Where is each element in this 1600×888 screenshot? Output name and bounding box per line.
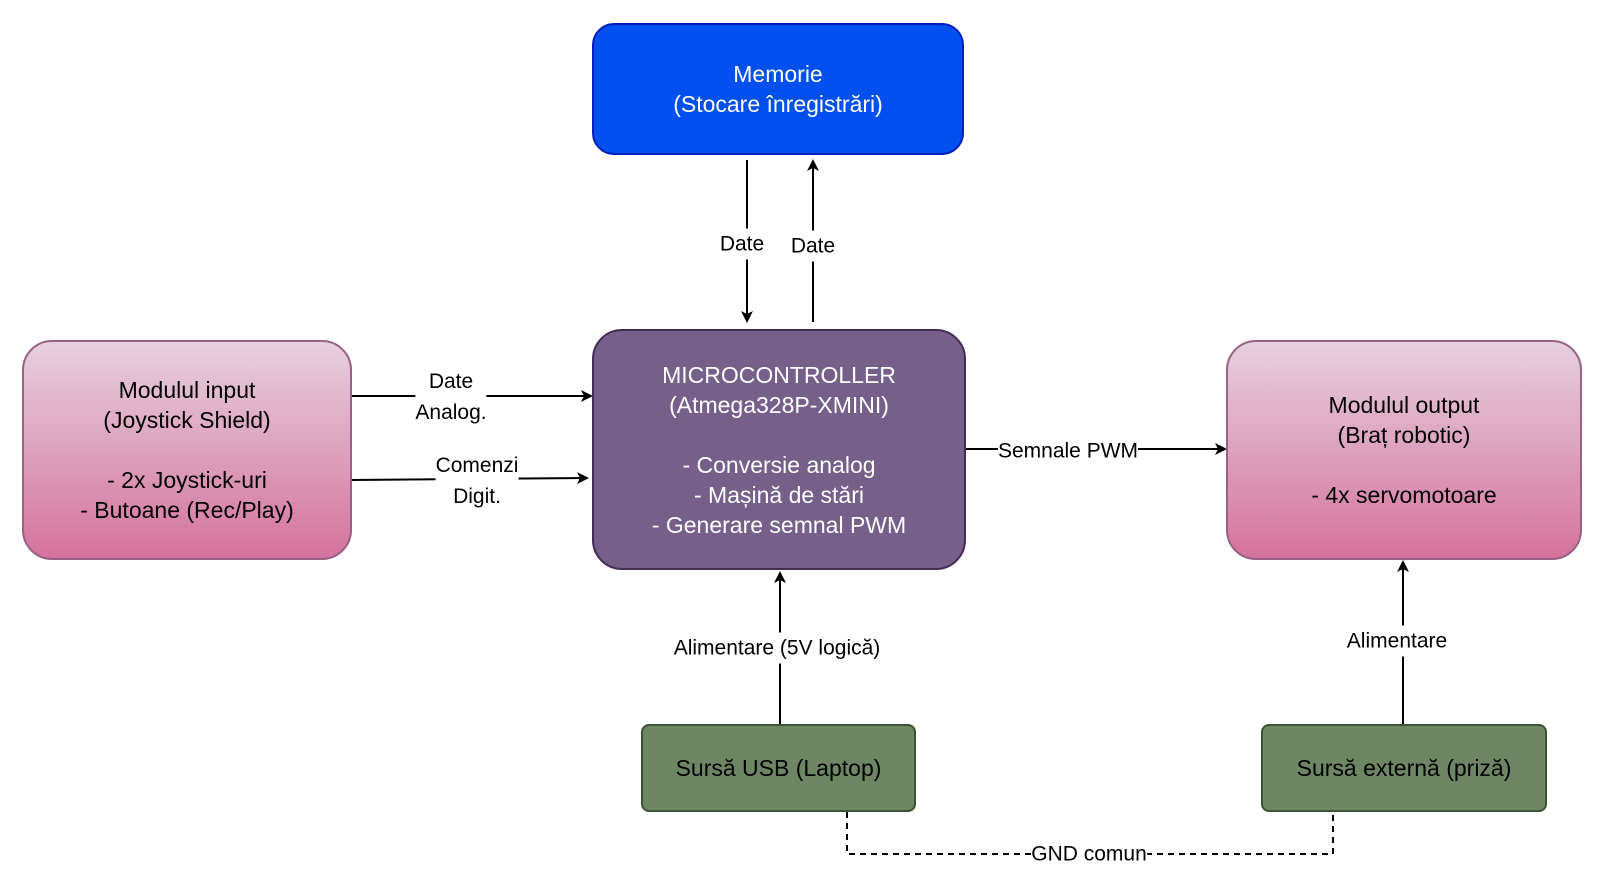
edge-label-digital: Comenzi Digit. [435, 450, 519, 512]
output-line-1: Modulul output [1328, 392, 1480, 418]
input-line-1: Modulul input [118, 377, 256, 403]
edge-label-usb-power: Alimentare (5V logică) [673, 632, 881, 664]
memory-line-1: Memorie [733, 61, 823, 87]
input-line-4: - 2x Joystick-uri [107, 467, 267, 493]
external-source-label: Sursă externă (priză) [1296, 755, 1512, 781]
input-line-5: - Butoane (Rec/Play) [80, 497, 294, 523]
output-module-node: Modulul output (Braț robotic) - 4x servo… [1226, 340, 1582, 560]
output-line-2: (Braț robotic) [1337, 422, 1471, 448]
mcu-line-6: - Generare semnal PWM [651, 511, 907, 538]
external-source-node: Sursă externă (priză) [1261, 724, 1547, 812]
usb-source-label: Sursă USB (Laptop) [675, 755, 882, 781]
mcu-line-1: MICROCONTROLLER [662, 361, 896, 388]
input-module-node: Modulul input (Joystick Shield) - 2x Joy… [22, 340, 352, 560]
mcu-line-2: (Atmega328P-XMINI) [669, 391, 889, 418]
usb-source-node: Sursă USB (Laptop) [641, 724, 916, 812]
edge-label-mcu-to-mem: Date [790, 230, 836, 262]
edge-label-analog: Date Analog. [415, 366, 487, 428]
edge-label-ext-power: Alimentare [1346, 625, 1448, 657]
input-line-2: (Joystick Shield) [103, 407, 271, 433]
output-line-4: - 4x servomotoare [1311, 482, 1497, 508]
mcu-line-5: - Mașină de stări [693, 481, 864, 508]
edge-label-gnd: GND comun [1031, 838, 1147, 870]
memory-line-2: (Stocare înregistrări) [673, 91, 883, 117]
memory-node: Memorie (Stocare înregistrări) [592, 23, 964, 155]
microcontroller-node: MICROCONTROLLER (Atmega328P-XMINI) - Con… [592, 329, 966, 570]
edge-label-pwm: Semnale PWM [997, 435, 1139, 467]
mcu-line-4: - Conversie analog [682, 451, 876, 478]
edge-label-mem-to-mcu: Date [719, 228, 765, 260]
